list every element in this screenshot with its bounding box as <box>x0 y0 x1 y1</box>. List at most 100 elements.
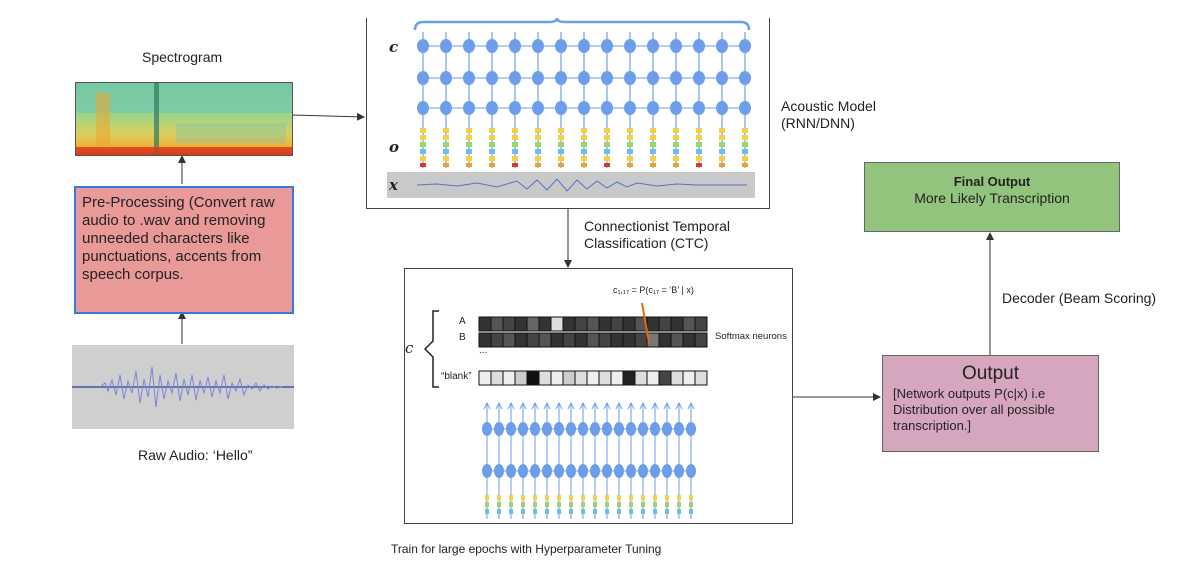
ctc-output-segment <box>641 495 645 500</box>
rnn-output-segment <box>604 156 610 161</box>
rnn-output-segment <box>512 163 518 167</box>
rnn-output-segment <box>604 128 610 133</box>
rnn-output-segment <box>627 156 633 161</box>
rnn-output-segment <box>535 156 541 161</box>
softmax-cell <box>550 370 564 386</box>
softmax-cell <box>634 332 648 348</box>
ctc-output-segment <box>605 502 609 507</box>
softmax-cell <box>514 370 528 386</box>
softmax-cell <box>574 316 588 332</box>
rnn-output-segment <box>742 128 748 133</box>
rnn-output-segment <box>466 156 472 161</box>
softmax-cell <box>610 370 624 386</box>
rnn-output-segment <box>581 128 587 133</box>
rnn-output-segment <box>466 142 472 147</box>
rnn-output-segment <box>535 135 541 140</box>
ctc-output-segment <box>485 509 489 514</box>
rnn-output-segment <box>558 128 564 133</box>
rnn-output-segment <box>604 142 610 147</box>
ctc-c-label: c <box>405 339 414 357</box>
rnn-output-segment <box>696 156 702 161</box>
spectrogram-image <box>75 82 293 156</box>
acoustic-model-label-2: (RNN/DNN) <box>781 115 855 131</box>
rnn-output-segment <box>535 149 541 154</box>
rnn-output-segment <box>512 128 518 133</box>
rnn-output-segment <box>673 156 679 161</box>
rnn-output-segment <box>512 142 518 147</box>
final-output-box: Final Output More Likely Transcription <box>864 162 1120 232</box>
softmax-cell <box>526 332 540 348</box>
rnn-output-segment <box>443 163 449 167</box>
ctc-output-segment <box>629 495 633 500</box>
rnn-output-segment <box>420 128 426 133</box>
softmax-cell <box>538 370 552 386</box>
softmax-cell <box>550 316 564 332</box>
softmax-cell <box>502 332 516 348</box>
softmax-cell <box>478 370 492 386</box>
rnn-output-segment <box>627 163 633 167</box>
ctc-output-segment <box>593 502 597 507</box>
ctc-output-segment <box>665 502 669 507</box>
ctc-output-segment <box>569 502 573 507</box>
ctc-output-segment <box>521 502 525 507</box>
ctc-output-segment <box>617 509 621 514</box>
ctc-output-segment <box>557 509 561 514</box>
rnn-output-segment <box>742 163 748 167</box>
ctc-output-segment <box>689 495 693 500</box>
ctc-output-segment <box>545 502 549 507</box>
acoustic-model-figure: c o x <box>366 17 770 209</box>
softmax-cell <box>574 332 588 348</box>
ctc-output-segment <box>545 509 549 514</box>
softmax-cell <box>562 316 576 332</box>
rnn-output-segment <box>719 135 725 140</box>
ctc-output-segment <box>653 502 657 507</box>
rnn-output-segment <box>673 142 679 147</box>
rnn-output-segment <box>696 128 702 133</box>
softmax-cell <box>658 332 672 348</box>
ctc-ellipsis: ... <box>479 345 488 356</box>
ctc-output-segment <box>689 502 693 507</box>
softmax-cell <box>490 332 504 348</box>
softmax-cell <box>622 370 636 386</box>
ctc-output-segment <box>641 502 645 507</box>
rnn-output-segment <box>673 163 679 167</box>
rnn-output-segment <box>604 135 610 140</box>
rnn-output-segment <box>604 149 610 154</box>
rnn-output-segment <box>581 149 587 154</box>
ctc-output-segment <box>653 509 657 514</box>
ctc-output-segment <box>581 495 585 500</box>
rnn-output-segment <box>558 149 564 154</box>
rnn-output-segment <box>489 142 495 147</box>
softmax-cell <box>526 316 540 332</box>
final-output-title: Final Output <box>953 174 1031 189</box>
ctc-output-segment <box>677 502 681 507</box>
softmax-cell <box>694 370 708 386</box>
ctc-output-segment <box>629 509 633 514</box>
ctc-output-segment <box>485 495 489 500</box>
ctc-output-segment <box>677 495 681 500</box>
ctc-output-segment <box>617 502 621 507</box>
ctc-output-segment <box>533 502 537 507</box>
rnn-output-segment <box>627 128 633 133</box>
rnn-output-segment <box>420 135 426 140</box>
rnn-output-segment <box>581 142 587 147</box>
softmax-cell <box>502 316 516 332</box>
rnn-output-segment <box>489 156 495 161</box>
rnn-output-segment <box>489 163 495 167</box>
ctc-output-segment <box>545 495 549 500</box>
ctc-output-segment <box>605 509 609 514</box>
softmax-cell <box>502 370 516 386</box>
softmax-cell <box>646 316 660 332</box>
rnn-output-segment <box>512 149 518 154</box>
preprocessing-box: Pre-Processing (Convert raw audio to .wa… <box>74 186 294 314</box>
softmax-cell <box>562 332 576 348</box>
ctc-output-segment <box>665 495 669 500</box>
rnn-output-segment <box>719 149 725 154</box>
rnn-output-segment <box>627 142 633 147</box>
ctc-output-segment <box>653 495 657 500</box>
softmax-cell <box>562 370 576 386</box>
ctc-output-segment <box>557 502 561 507</box>
ctc-output-segment <box>569 495 573 500</box>
ctc-label-2: Classification (CTC) <box>584 235 709 251</box>
rnn-output-segment <box>673 149 679 154</box>
